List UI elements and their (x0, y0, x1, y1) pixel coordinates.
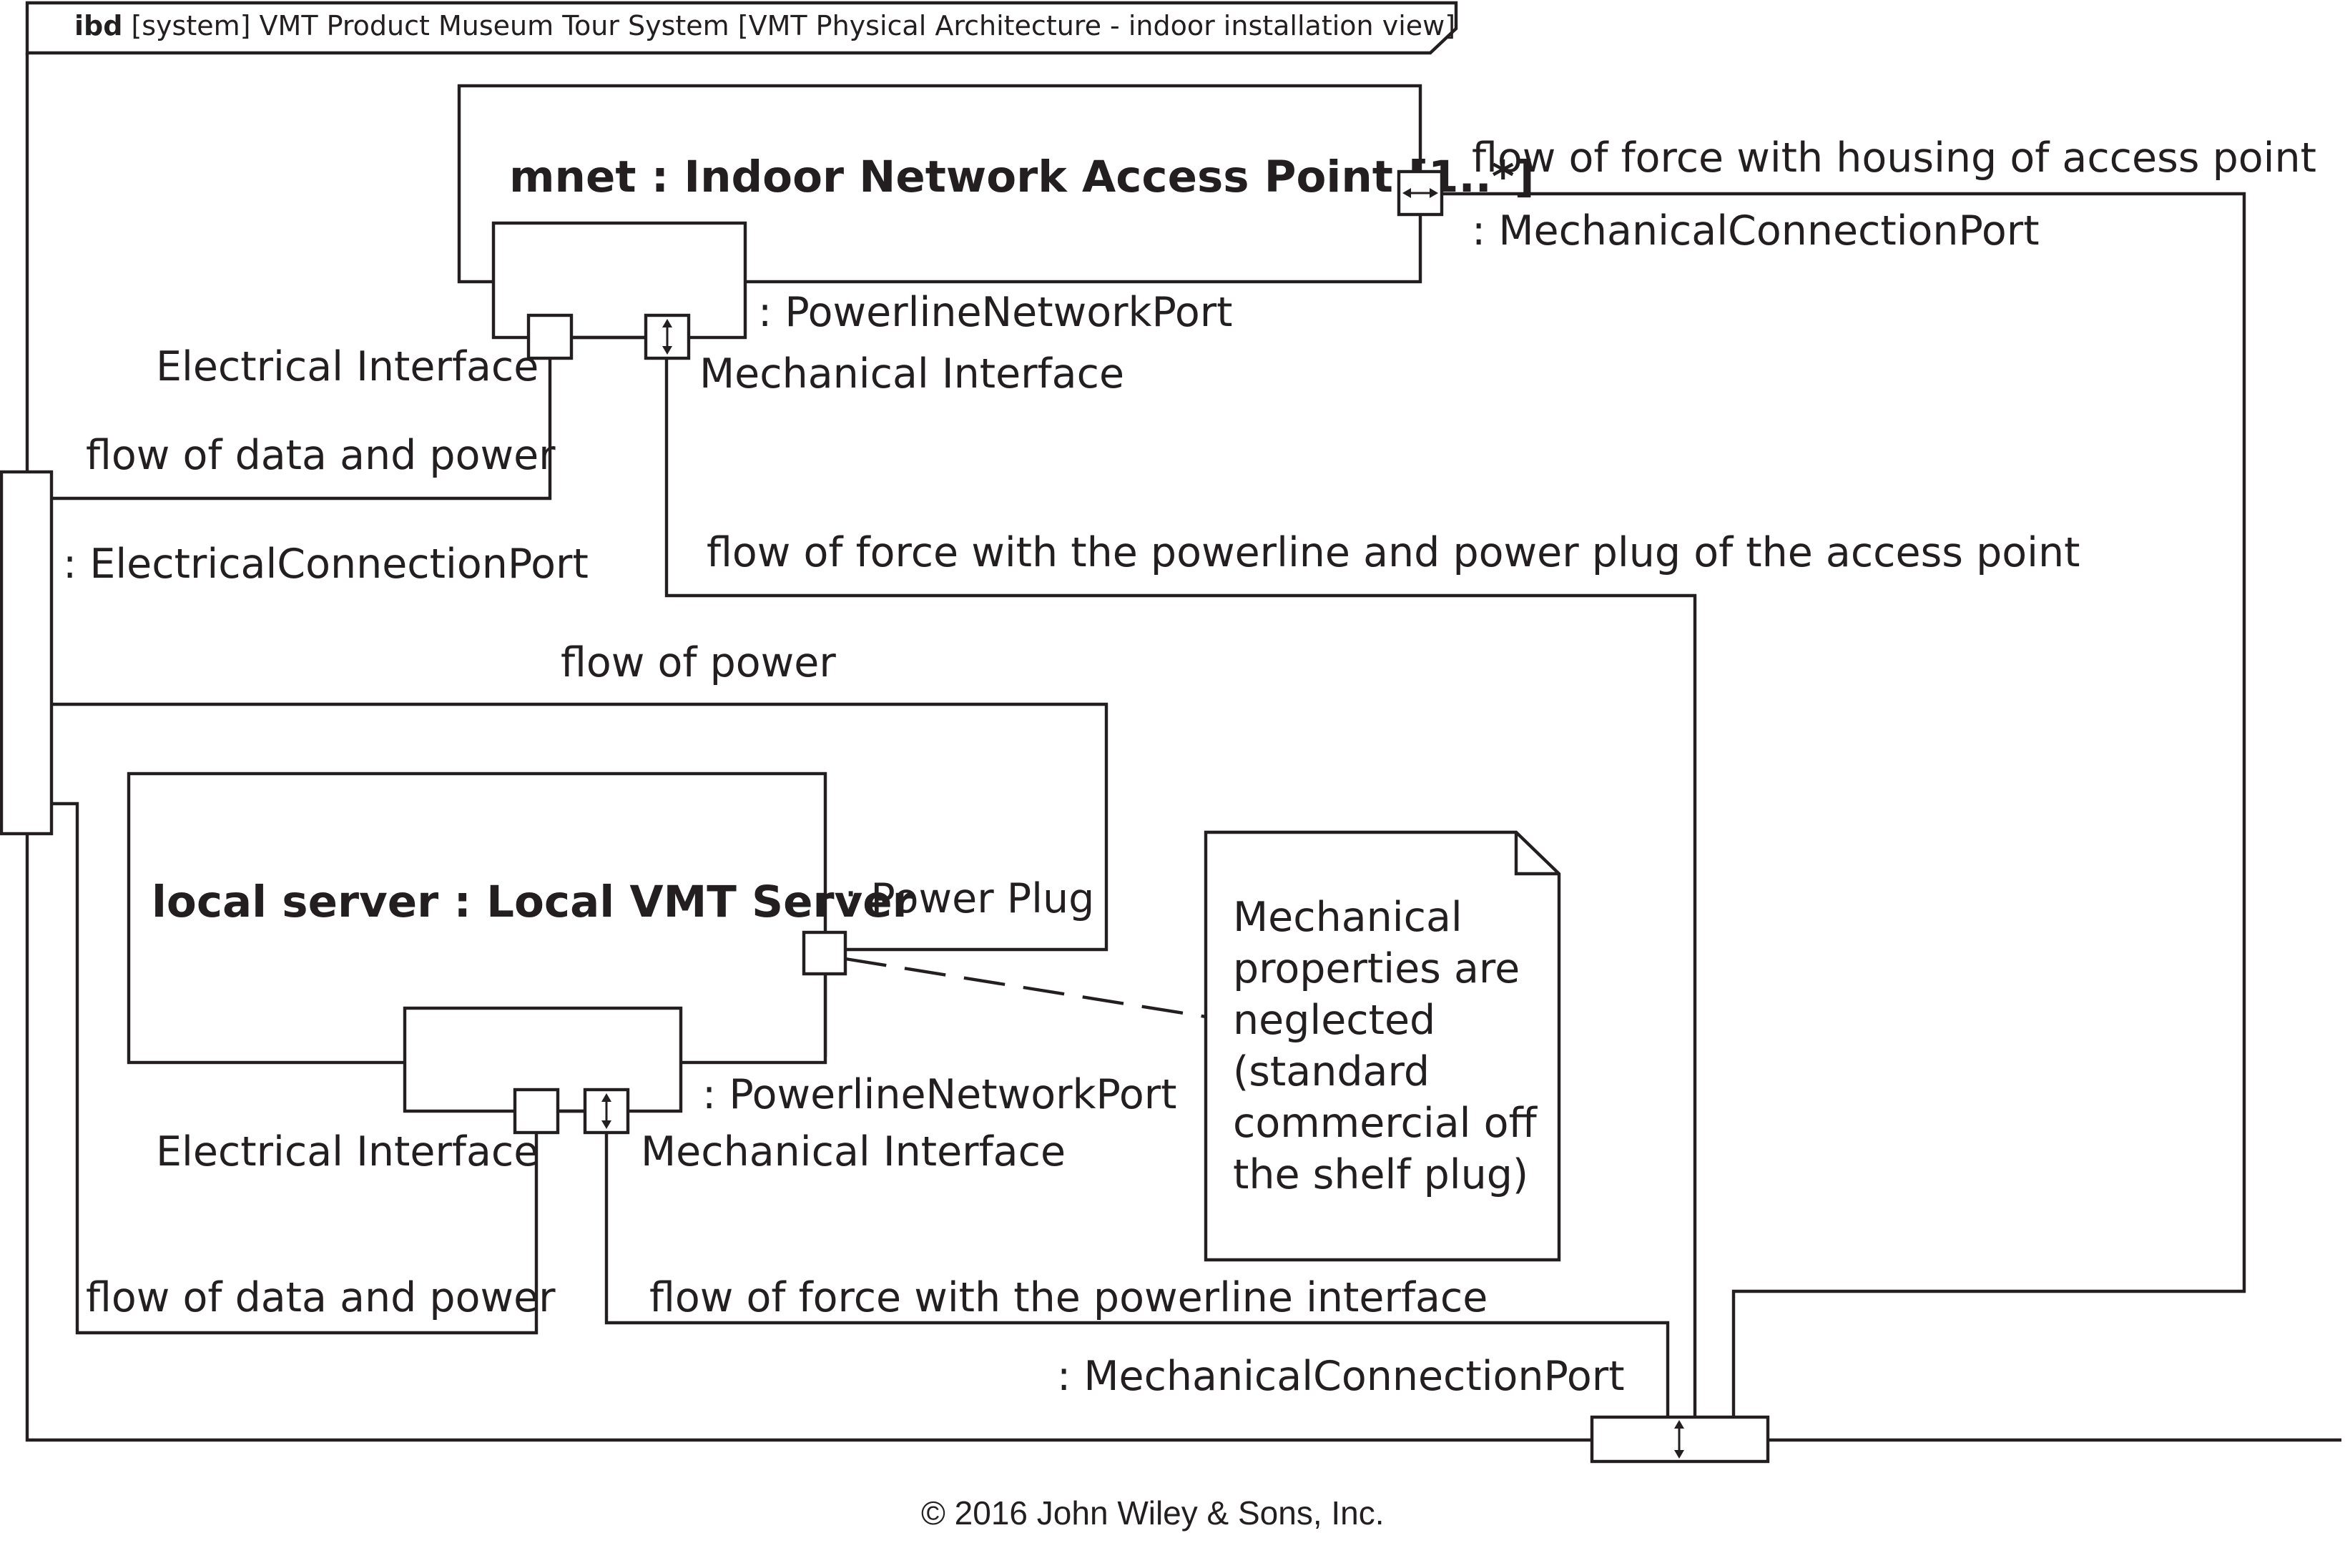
note-fold (1514, 832, 1559, 876)
electrical-interface-bottom-port (513, 1088, 560, 1135)
note-line: neglected (1233, 997, 1435, 1044)
connector-force-powerline-interface (604, 1134, 1670, 1417)
flow-data-power-top-label: flow of data and power (86, 432, 556, 479)
note-line: the shelf plug) (1233, 1151, 1528, 1198)
double-arrow-vertical-icon (601, 1093, 611, 1129)
note-line: (standard (1233, 1048, 1430, 1095)
connector-data-power-top (51, 337, 552, 501)
electrical-interface-bottom-label: Electrical Interface (156, 1128, 539, 1175)
frame-keyword: ibd (74, 10, 122, 41)
connector-force-powerline-plug (664, 359, 1697, 1417)
frame-header-tab (25, 1, 1458, 55)
mech-connection-port-bottom-label: : MechanicalConnectionPort (1057, 1353, 1625, 1400)
note-box (1204, 830, 1561, 1262)
flow-power-label: flow of power (561, 639, 836, 686)
electrical-connection-port-label: : ElectricalConnectionPort (63, 541, 589, 588)
powerline-port-top-label: : PowerlineNetworkPort (758, 289, 1233, 336)
frame-title-text: [system] VMT Product Museum Tour System … (131, 10, 1455, 41)
mechanical-interface-bottom-label: Mechanical Interface (641, 1128, 1066, 1175)
electrical-connection-port (0, 470, 54, 836)
flow-force-powerline-plug-label: flow of force with the powerline and pow… (707, 529, 2080, 576)
double-arrow-vertical-icon (1674, 1420, 1684, 1459)
powerline-port-bottom-label: : PowerlineNetworkPort (702, 1071, 1177, 1118)
connector-power (51, 702, 1108, 952)
mechanical-interface-top-label: Mechanical Interface (699, 350, 1124, 398)
mech-connection-port-top-label: : MechanicalConnectionPort (1472, 207, 2040, 255)
note-line: properties are (1233, 945, 1520, 992)
electrical-interface-top-label: Electrical Interface (156, 343, 539, 390)
frame-title: ibd [system] VMT Product Museum Tour Syst… (74, 10, 1455, 41)
access-point-label: mnet : Indoor Network Access Point [1..*… (509, 152, 1535, 202)
power-plug-label: : Power Plug (844, 875, 1094, 922)
access-point-part (457, 84, 1422, 284)
connector-force-housing (1442, 192, 2246, 1417)
note-line: Mechanical (1233, 894, 1462, 941)
power-plug-port (802, 930, 847, 976)
flow-force-powerline-interface-label: flow of force with the powerline interfa… (649, 1274, 1488, 1321)
note-line: commercial off (1233, 1100, 1538, 1147)
flow-force-housing-label: flow of force with housing of access poi… (1472, 134, 2316, 182)
copyright: © 2016 John Wiley & Sons, Inc. (921, 1494, 1385, 1532)
local-server-label: local server : Local VMT Server (152, 877, 914, 927)
double-arrow-vertical-icon (662, 319, 672, 355)
flow-data-power-bottom-label: flow of data and power (86, 1274, 556, 1321)
connector-data-power-bottom (51, 802, 539, 1335)
double-arrow-horizontal-icon (1402, 188, 1438, 198)
note-text: Mechanical properties are neglected (sta… (1233, 894, 1550, 1198)
note-anchor (845, 957, 1206, 1019)
electrical-interface-top-port (526, 313, 574, 360)
